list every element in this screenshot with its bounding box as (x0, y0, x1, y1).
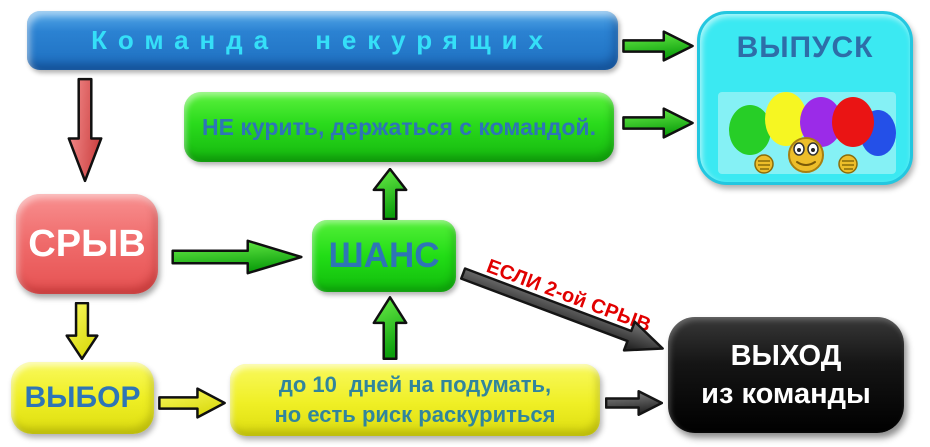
node-vypusk-label: ВЫПУСК (736, 31, 874, 64)
node-vyhod: ВЫХОД из команды (668, 317, 904, 433)
node-team: Команда некурящих (27, 11, 618, 70)
node-team-label: Команда некурящих (91, 25, 554, 55)
fist-icon-left (754, 154, 774, 174)
arrow-sryv-to-shans-icon (170, 239, 304, 275)
node-vyhod-line2: из команды (701, 378, 871, 410)
fist-icon-right (838, 154, 858, 174)
arrow-vybor-to-think-icon (158, 387, 226, 419)
node-shans-label: ШАНС (328, 236, 440, 275)
node-vybor: ВЫБОР (11, 362, 154, 434)
node-rule: НЕ курить, держаться с командой. (184, 92, 614, 162)
arrow-shans-to-vyhod-icon (453, 255, 673, 367)
arrow-think-to-shans-icon (372, 296, 408, 360)
node-shans: ШАНС (312, 220, 456, 292)
node-think-line2: но есть риск раскуриться (274, 402, 556, 427)
node-think: до 10 дней на подумать, но есть риск рас… (230, 364, 600, 436)
node-sryv: СРЫВ (16, 194, 158, 294)
arrow-team-to-vypusk-icon (622, 30, 694, 62)
node-sryv-label: СРЫВ (28, 222, 146, 265)
node-vypusk: ВЫПУСК (697, 11, 913, 185)
node-think-line1: до 10 дней на подумать, (278, 372, 552, 398)
arrow-rule-to-balloons-icon (622, 107, 694, 139)
arrow-sryv-to-vybor-icon (65, 302, 99, 360)
arrow-think-to-vyhod-icon (605, 390, 663, 416)
balloons-celebration-icon (718, 92, 896, 174)
node-vybor-label: ВЫБОР (24, 381, 141, 414)
arrow-team-to-sryv-icon (67, 77, 103, 183)
node-vyhod-line1: ВЫХОД (730, 339, 842, 372)
node-rule-label: НЕ курить, держаться с командой. (202, 113, 596, 140)
smiley-icon (788, 137, 824, 173)
arrow-shans-to-rule-icon (372, 168, 408, 220)
